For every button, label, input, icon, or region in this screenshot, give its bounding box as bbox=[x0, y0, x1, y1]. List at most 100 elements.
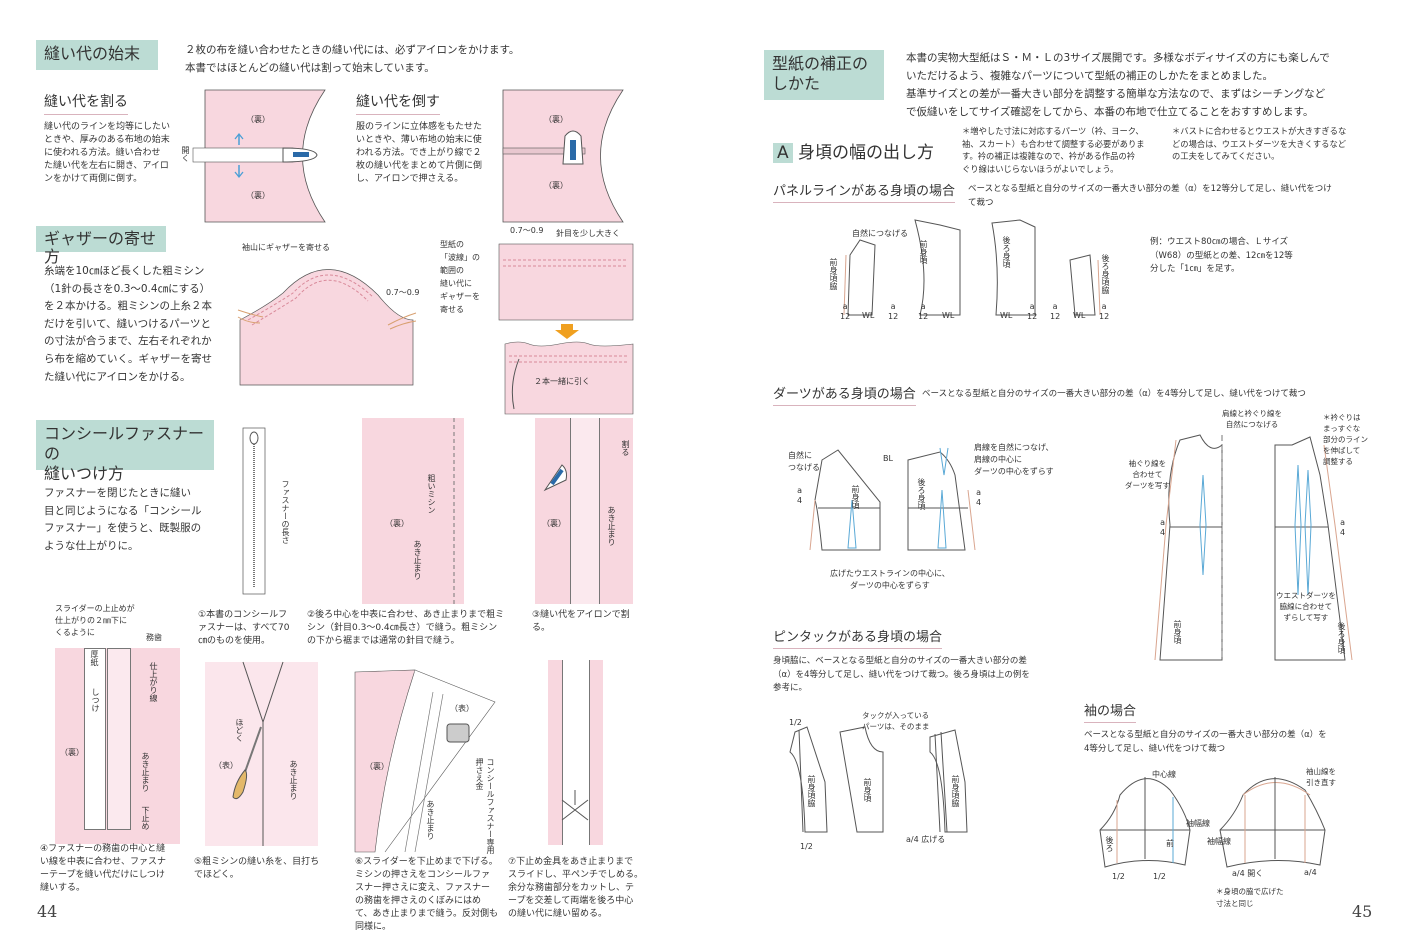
sleeve-body: ベースとなる型紙と自分のサイズの一番大きい部分の差（α）を 4等分して足し、縫い… bbox=[1084, 730, 1327, 754]
label-ura: （裏） bbox=[385, 519, 409, 528]
fraction-half-bottom: 1/2 bbox=[800, 842, 813, 851]
unpick-diagram bbox=[205, 662, 318, 846]
step-4-caption: ④ファスナーの務歯の中心と縫 い線を中表に合わせ、ファスナ ーテープを縫い代だけ… bbox=[40, 844, 167, 893]
presser-label: コンシールファスナー専用押さえ金 bbox=[475, 758, 495, 854]
label-ura: （裏） bbox=[542, 519, 566, 528]
sleeve-measure: 0.7〜0.9 bbox=[386, 288, 420, 297]
pintuck-illustration bbox=[789, 726, 968, 833]
sleeve-width-label: 袖幅線 bbox=[1207, 837, 1231, 846]
dart-natural-label: 自然に つなげる bbox=[788, 451, 820, 472]
gather-rectangle-illustration bbox=[498, 243, 634, 415]
section-a-heading: A 身頃の幅の出し方 bbox=[773, 138, 934, 163]
pressed-seam-allowance bbox=[570, 418, 600, 604]
subheading-split-seam: 縫い代を割る bbox=[44, 91, 128, 115]
waist-dart-note: ウエストダーツを 脇線に合わせて ずらして写す bbox=[1276, 591, 1336, 622]
fraction-half-top: 1/2 bbox=[789, 718, 802, 727]
alpha: a bbox=[1160, 518, 1165, 527]
alpha: a bbox=[1101, 302, 1107, 311]
fraction-half: 1/2 bbox=[1153, 872, 1166, 881]
denominator: 4 bbox=[1311, 868, 1317, 877]
denominator: 4 bbox=[1239, 869, 1245, 878]
subheading-pintuck: ピンタックがある身頃の場合 bbox=[773, 626, 943, 649]
label-ura-top: （裏） bbox=[544, 115, 568, 124]
step-6-caption: ⑥スライダーを下止めまで下げる。 ミシンの押さえをコンシールファ スナー押さえに… bbox=[355, 857, 499, 932]
zipper-closed bbox=[562, 660, 590, 845]
down-arrow-icon bbox=[555, 324, 579, 339]
widen-label: a/4 広げる bbox=[906, 835, 946, 844]
piece-back: 後ろ身頃 bbox=[1002, 236, 1011, 268]
pull-note: ２本一緒に引く bbox=[534, 377, 590, 386]
alpha: a bbox=[890, 302, 896, 311]
section-title-concealed-zipper: コンシールファスナーの 縫いつけ方 bbox=[36, 420, 214, 483]
denominator: 12 bbox=[888, 312, 899, 321]
label-ura-top: （裏） bbox=[246, 115, 270, 124]
label-open: 開く bbox=[181, 146, 190, 162]
wl-label: WL bbox=[1000, 311, 1013, 320]
alpha: a bbox=[1232, 869, 1237, 878]
panel-example: 例：ウエスト80㎝の場合、Ｌサイズ （W68）の型紙との差、12㎝を12等 分し… bbox=[1150, 237, 1293, 274]
section-title-pattern-adjust: 型紙の補正の しかた bbox=[764, 50, 884, 100]
wl-label: WL bbox=[942, 311, 955, 320]
waist-center-note: 広げたウエストラインの中心に、 ダーツの中心をずらす bbox=[830, 569, 950, 590]
back-bodice: 後ろ身頃 bbox=[917, 478, 926, 510]
alpha: a bbox=[906, 835, 911, 844]
front-bodice: 前身頃 bbox=[851, 485, 860, 509]
alpha: a bbox=[842, 302, 848, 311]
sleeve-star-note: ＊身頃の脇で広げた 寸法と同じ bbox=[1216, 887, 1284, 908]
step-2-caption: ②後ろ中心を中表に合わせ、あき止まりまで粗ミ シン（針目0.3〜0.4㎝長さ）で… bbox=[307, 610, 505, 646]
alpha: a bbox=[797, 486, 802, 495]
gather-body: 糸端を10㎝ほど長くした粗ミシン （1針の長さを0.3〜0.4㎝にする） を２本… bbox=[44, 265, 212, 383]
page-number-right: 45 bbox=[1352, 902, 1373, 921]
front-label: 前身頃 bbox=[863, 778, 872, 802]
fraction-a-4: a/4 bbox=[1304, 868, 1317, 877]
label-ura-bottom: （裏） bbox=[544, 181, 568, 190]
shoulder-note: 肩線を自然につなげ、 肩線の中心に ダーツの中心をずらす bbox=[974, 443, 1054, 476]
alpha: a bbox=[1304, 868, 1309, 877]
sleeve-gather-label: 袖山にギャザーを寄せる bbox=[242, 243, 330, 252]
label-omote: （表） bbox=[214, 761, 238, 770]
stitch-note: 針目を少し大きく bbox=[556, 229, 620, 238]
step-7-caption: ⑦下止め金具をあき止まりまで スライドし、平ペンチでしめる。 余分な務歯部分をカ… bbox=[508, 857, 644, 919]
piece-front: 前身頃 bbox=[919, 240, 928, 264]
subheading-fold-seam: 縫い代を倒す bbox=[356, 91, 440, 115]
teeth-label: 務歯 bbox=[146, 633, 162, 642]
open-text: 開く bbox=[1247, 869, 1264, 878]
stop-label: あき止まり bbox=[141, 752, 150, 792]
basting-seam-line bbox=[453, 418, 455, 604]
denominator: 4 bbox=[1340, 528, 1346, 537]
finishing-intro: ２枚の布を縫い合わせたときの縫い代には、必ずアイロンをかけます。 本書ではほとん… bbox=[185, 44, 520, 74]
denominator: 12 bbox=[840, 312, 851, 321]
fold-seam-illustration bbox=[502, 89, 624, 223]
denominator: 12 bbox=[1099, 312, 1110, 321]
rect-measure: 0.7〜0.9 bbox=[510, 226, 544, 235]
denominator: 4 bbox=[913, 835, 919, 844]
center-line-label: 中心線 bbox=[1152, 770, 1176, 779]
alpha: a bbox=[1029, 302, 1035, 311]
denominator: 12 bbox=[1027, 312, 1038, 321]
basting-diagram bbox=[362, 418, 464, 604]
sleeve-illustration bbox=[1099, 777, 1326, 868]
stop-label: あき止まり bbox=[289, 760, 298, 800]
seam-ripper-illustration bbox=[232, 661, 284, 846]
armhole-note: 袖ぐり線を 合わせて ダーツを写す bbox=[1125, 459, 1170, 490]
panel-line-illustration bbox=[843, 219, 1101, 316]
slider-note: スライダーの上止めが 仕上がりの２㎜下に くるように bbox=[55, 604, 135, 637]
alpha: a bbox=[1052, 302, 1058, 311]
widen-text: 広げる bbox=[921, 835, 946, 844]
zipper-tape bbox=[107, 648, 131, 830]
pattern-wave-note: 型紙の 「波線」の 範囲の 縫い代に ギャザーを 寄せる bbox=[440, 240, 480, 314]
stop-label: あき止まり bbox=[426, 800, 435, 840]
denominator: 12 bbox=[1050, 312, 1061, 321]
dart-bodice-illustration bbox=[809, 447, 976, 551]
wl-label: WL bbox=[862, 311, 875, 320]
front-side-label: 前身頃脇 bbox=[807, 775, 816, 807]
subheading-panel-line: パネルラインがある身頃の場合 bbox=[773, 180, 956, 203]
split-label: 割る bbox=[621, 440, 630, 456]
stop-label: あき止まり bbox=[607, 506, 616, 546]
